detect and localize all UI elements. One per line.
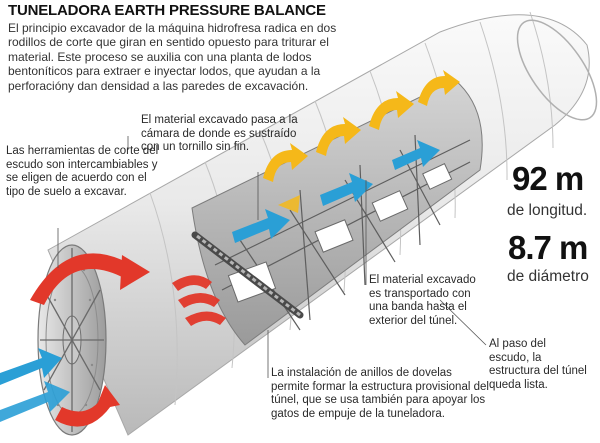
diameter-value: 8.7 m: [508, 229, 588, 266]
tunnel-rear-ring: [516, 19, 598, 121]
callout-conveyor-belt: El material excavado es transportado con…: [369, 274, 476, 327]
callout-segment-rings: La instalación de anillos de dovelas per…: [271, 367, 489, 420]
ring-support-arrow-yellow: [263, 70, 460, 213]
callout-leader-lines: [57, 136, 487, 378]
diameter-label: de diámetro: [507, 268, 589, 285]
callout-excavation-chamber: El material excavado pasa a la cámara de…: [141, 114, 298, 154]
intro-paragraph: El principio excavador de la máquina hid…: [8, 21, 337, 93]
page-title: TUNELADORA EARTH PRESSURE BALANCE: [8, 2, 326, 19]
screw-rotation-arrow-red: [172, 275, 226, 326]
tunnel-cutaway: [191, 79, 483, 346]
callout-cutting-tools: Las herramientas de corte del escudo son…: [6, 145, 159, 198]
length-value: 92 m: [512, 160, 584, 197]
rotation-arrow-red: [30, 253, 150, 427]
length-label: de longitud.: [507, 202, 588, 219]
material-flow-arrow-blue: [0, 140, 440, 422]
callout-tunnel-finished: Al paso del escudo, la estructura del tú…: [489, 338, 587, 391]
